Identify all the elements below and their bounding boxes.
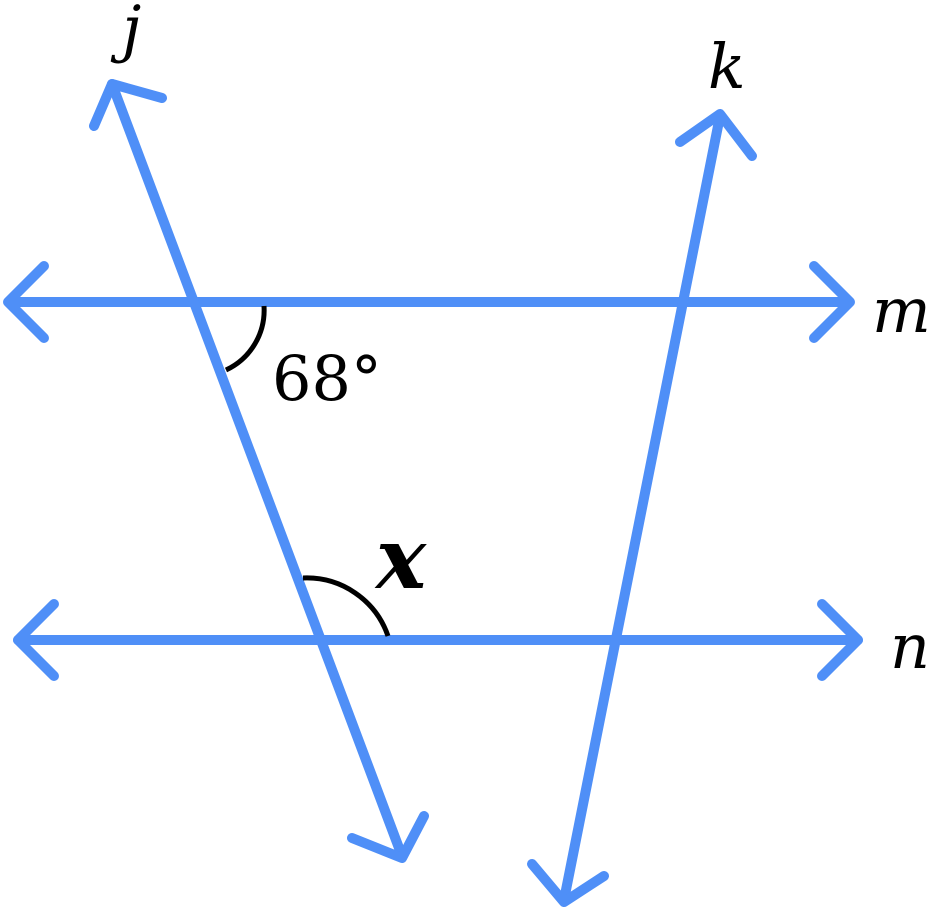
angle-68-arc	[224, 305, 267, 373]
line-m	[3, 261, 855, 343]
line-n-label: n	[890, 610, 930, 683]
line-j-arrowhead-bottom	[347, 811, 429, 863]
line-m-arrowhead-right	[809, 261, 855, 343]
line-k	[527, 109, 757, 907]
line-m-arrowhead-left	[3, 261, 49, 343]
line-n-arrowhead-right	[817, 599, 863, 681]
line-n-arrowhead-left	[13, 599, 59, 681]
line-k-arrowhead-top	[675, 109, 757, 161]
line-j	[89, 79, 429, 863]
line-m-label: m	[872, 274, 931, 347]
line-j-arrowhead-top	[89, 79, 167, 131]
line-j-label: j	[110, 0, 141, 65]
line-k-arrowhead-bottom	[527, 859, 609, 907]
line-k-segment	[559, 111, 725, 905]
line-j-segment	[107, 79, 407, 861]
angle-68-label: 68°	[272, 342, 382, 415]
line-n	[13, 599, 863, 681]
angle-x-arc	[302, 575, 391, 637]
line-k-label: k	[708, 30, 746, 103]
angle-x-label: x	[374, 509, 427, 608]
